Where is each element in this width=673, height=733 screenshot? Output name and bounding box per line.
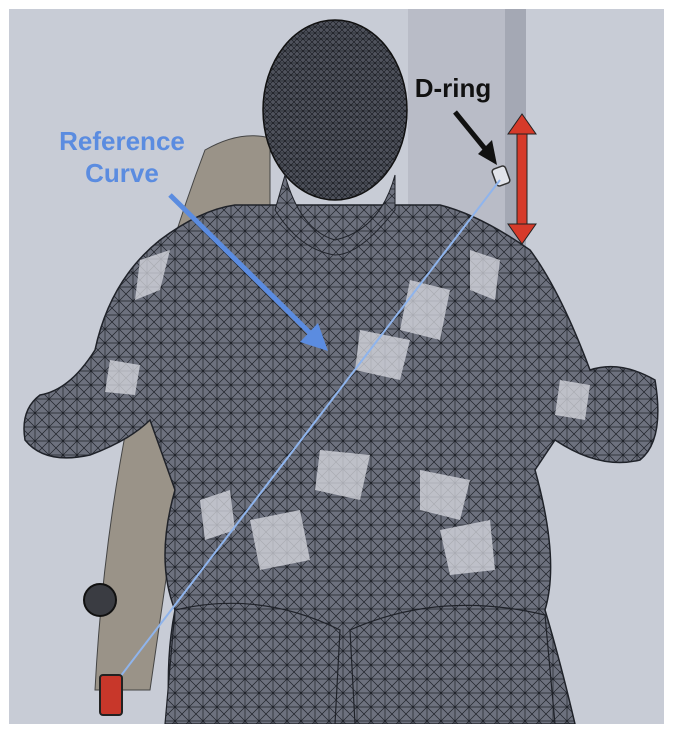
seat-belt-buckle-icon [100,675,122,715]
occupant-head [263,20,407,200]
occupant-thigh-left [165,603,340,724]
reference-curve-label-line1: Reference [59,126,185,156]
seat-knob-left [84,584,116,616]
reference-curve-label-line2: Curve [85,158,159,188]
occupant-thigh-right [350,605,555,724]
d-ring-label: D-ring [415,73,492,103]
